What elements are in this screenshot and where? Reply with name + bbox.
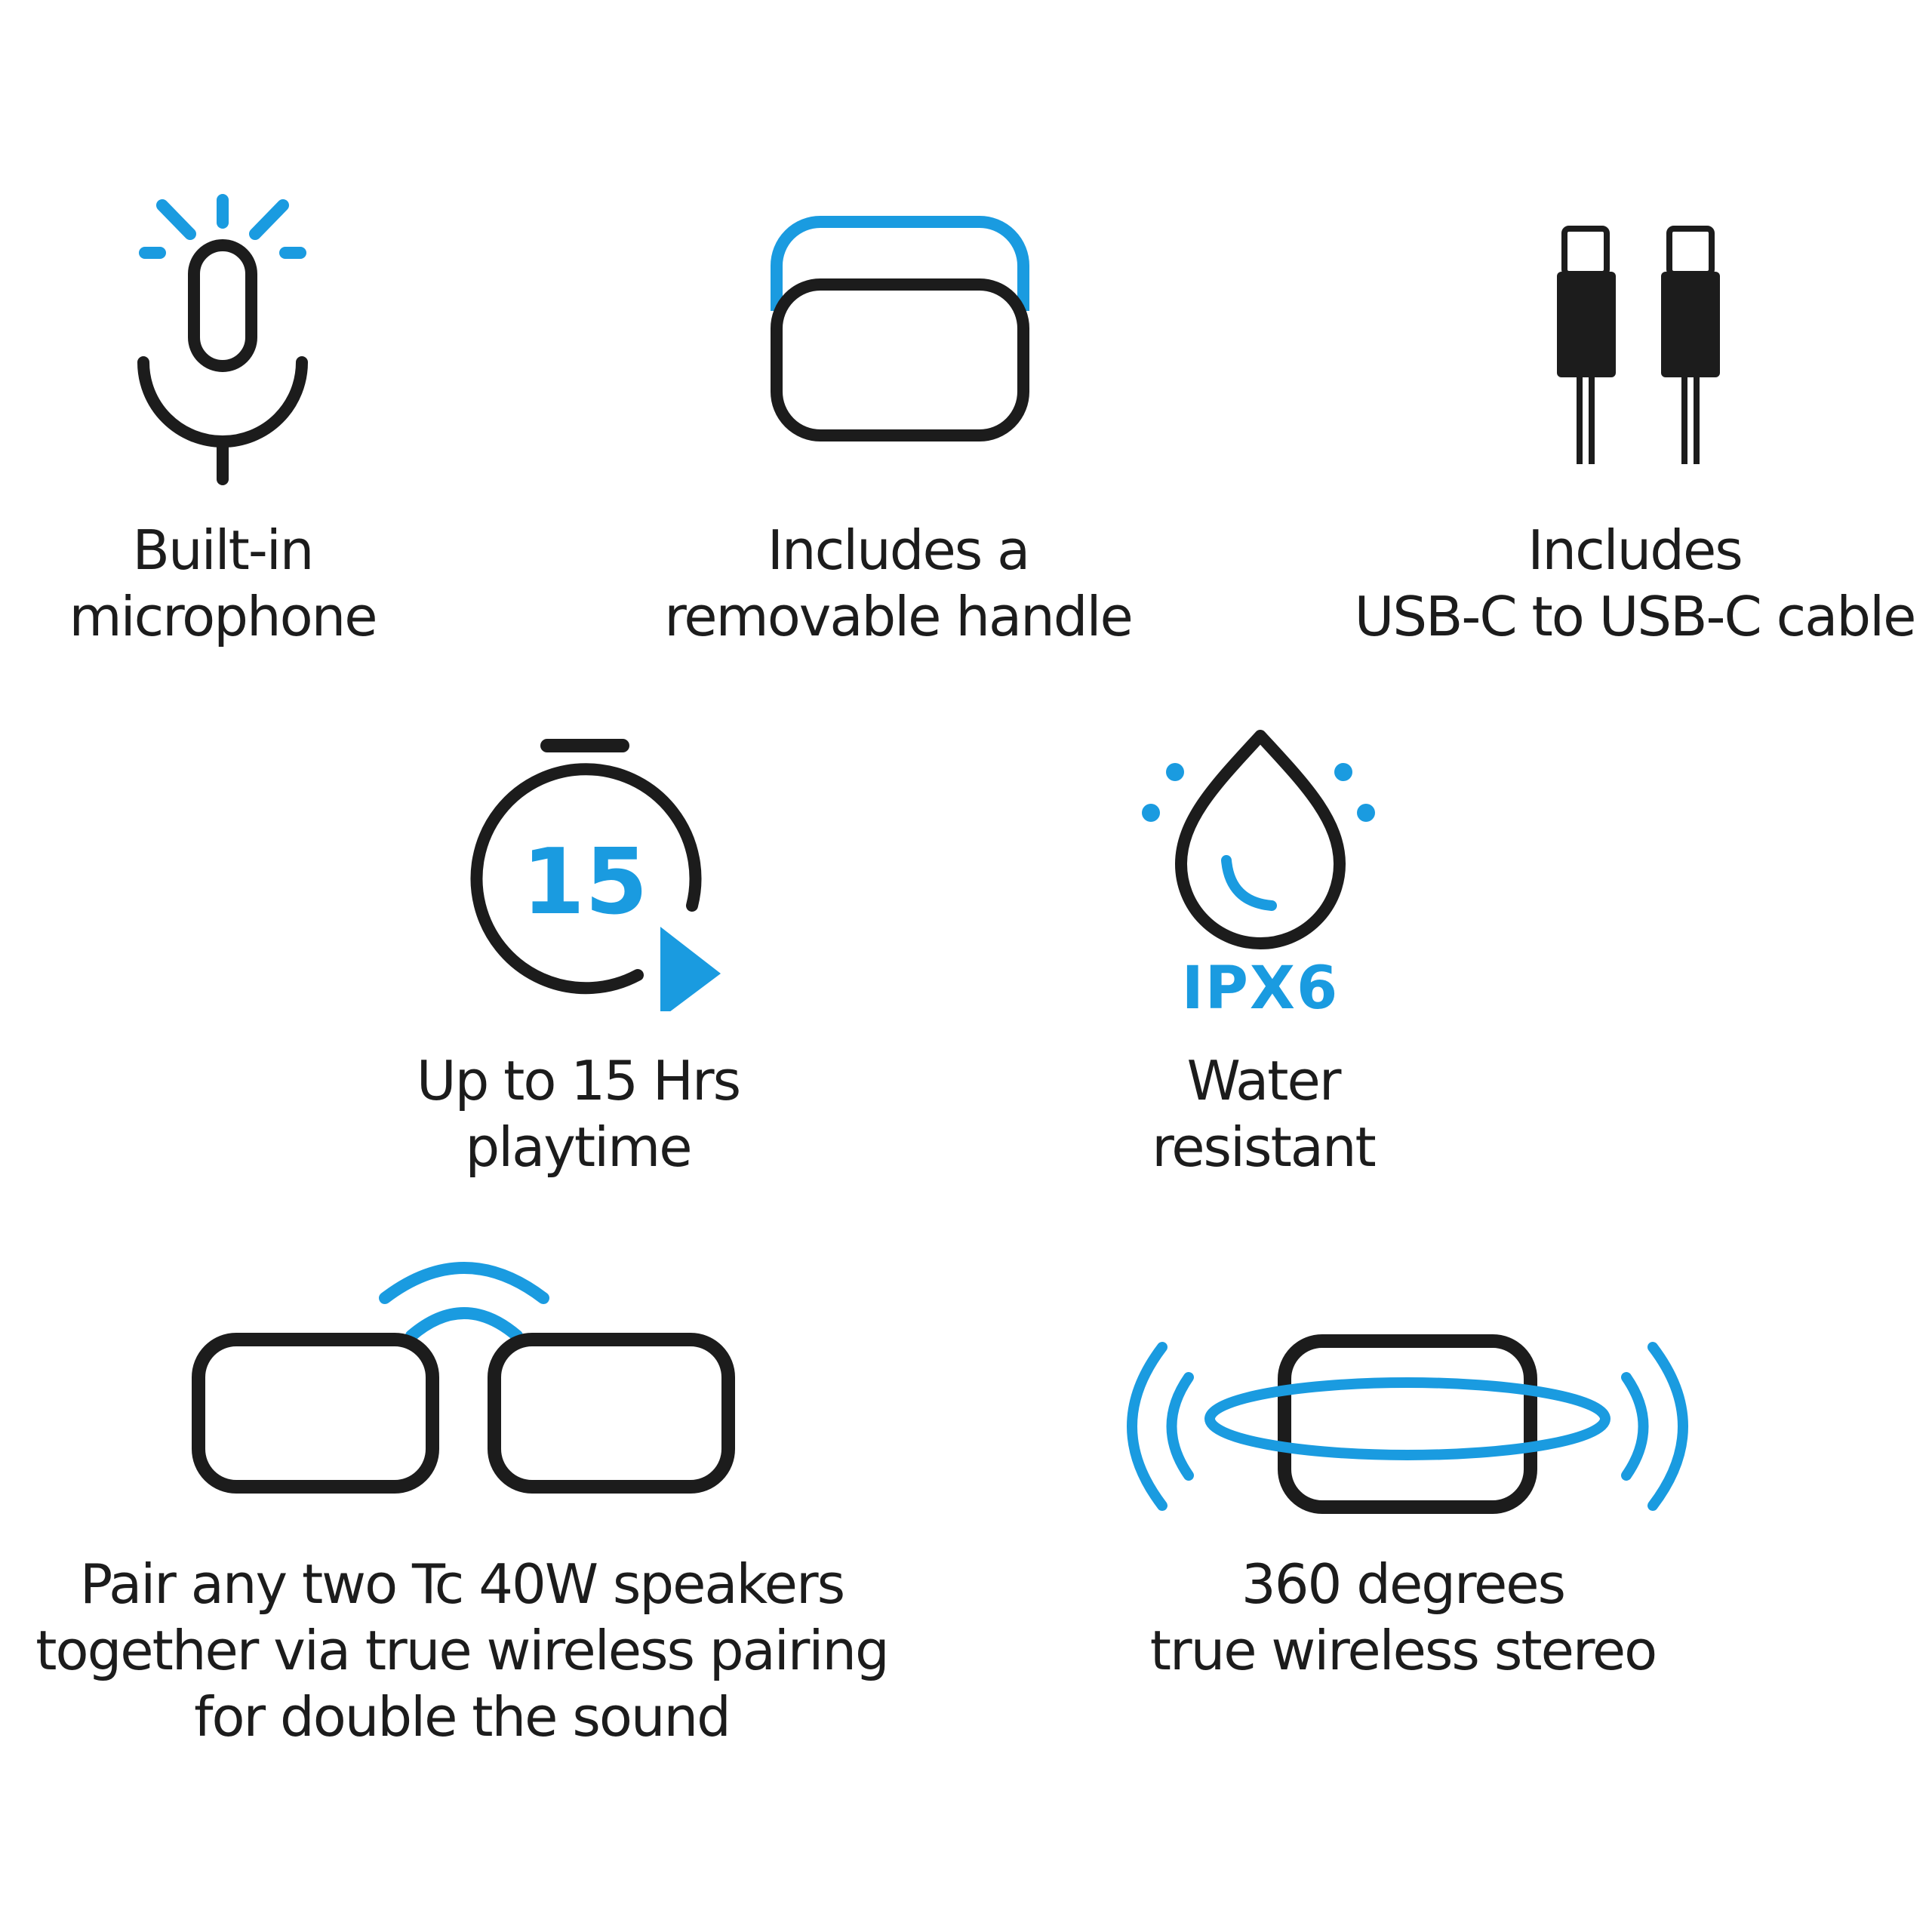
usb-c-cable-icon: [1557, 226, 1720, 464]
caption-line: Water: [1186, 1049, 1342, 1112]
caption-line: microphone: [69, 585, 377, 648]
ipx6-badge: IPX6: [1181, 955, 1340, 1023]
timer-15-icon: 15: [470, 739, 721, 1011]
caption-line: Includes a: [767, 518, 1031, 582]
water-drop-icon: [1142, 730, 1375, 949]
microphone-icon: [137, 194, 308, 485]
caption-line: 360 degrees: [1241, 1552, 1566, 1616]
caption-line: Built-in: [132, 518, 315, 582]
caption-line: Includes: [1527, 518, 1743, 582]
caption-line: removable handle: [664, 585, 1134, 648]
360-stereo-icon: [1127, 1334, 1688, 1514]
caption-line: together via true wireless pairing: [35, 1619, 889, 1682]
caption-line: Pair any two Tc 40W speakers: [79, 1552, 845, 1616]
caption-line: true wireless stereo: [1149, 1619, 1657, 1682]
caption-line: USB-C to USB-C cable: [1354, 585, 1917, 648]
caption-line: playtime: [465, 1115, 692, 1179]
caption-line: Up to 15 Hrs: [416, 1049, 741, 1112]
caption-line: resistant: [1152, 1115, 1377, 1179]
caption-line: for double the sound: [194, 1685, 731, 1749]
paired-speakers-icon: [192, 1262, 735, 1494]
speaker-handle-icon: [771, 216, 1029, 441]
timer-number: 15: [522, 830, 648, 935]
